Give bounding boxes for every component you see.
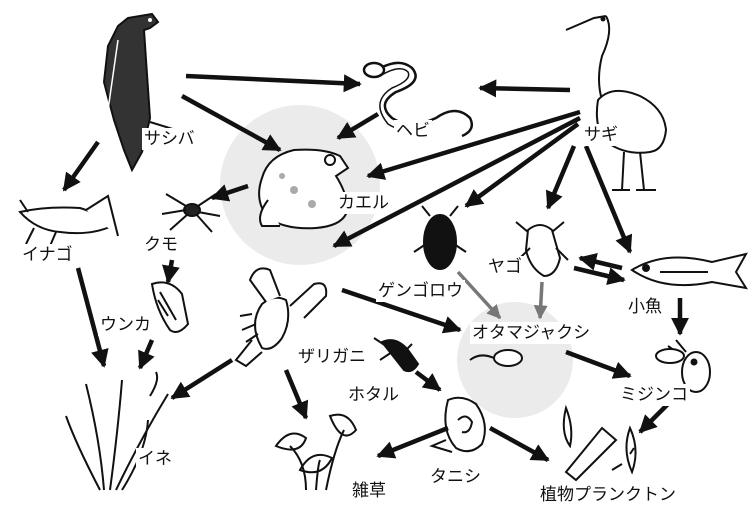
label-kaeru: カエル (336, 192, 391, 214)
phytoplankton-icon (564, 408, 636, 480)
label-zarigani: ザリガニ (296, 346, 368, 368)
diving-beetle-icon (414, 206, 466, 269)
label-zassou: 雑草 (350, 480, 388, 502)
planthopper-icon (152, 282, 188, 332)
label-sagi: サギ (582, 124, 620, 146)
label-otamajakushi: オタマジャクシ (470, 322, 592, 344)
label-sashiba: サシバ (142, 128, 197, 150)
arrow-tanishi-zassou (378, 428, 448, 456)
label-ine: イネ (136, 448, 174, 470)
arrow-sashiba-hebi (186, 76, 360, 84)
label-kozakana: 小魚 (626, 296, 664, 318)
arrow-unka-ine (140, 340, 152, 368)
arrow-hotaru-tanishi (416, 372, 440, 390)
label-inago: イナゴ (20, 244, 75, 266)
arrow-kumo-unka (168, 260, 172, 282)
arrow-kozakana-yago (580, 258, 622, 268)
arrow-sashiba-inago (64, 142, 98, 190)
frog-icon (259, 150, 348, 229)
label-genguro: ゲンゴロウ (376, 280, 465, 302)
label-kumo: クモ (142, 234, 180, 256)
arrow-sagi-yago (548, 146, 574, 208)
weeds-icon (276, 415, 356, 490)
arrow-zarigani-ine (172, 360, 232, 398)
label-plankton: 植物プランクトン (538, 484, 678, 506)
arrow-otama-mijinko (566, 352, 630, 376)
fish-icon (632, 254, 746, 288)
spider-icon (162, 194, 220, 232)
label-unka: ウンカ (98, 314, 153, 336)
snail-icon (432, 398, 485, 452)
rice-plant-icon (66, 372, 168, 490)
firefly-icon (374, 338, 418, 371)
arrow-sagi-hebi (480, 88, 570, 90)
arrow-sagi-genguro (466, 124, 578, 206)
label-mijinko: ミジンコ (618, 384, 690, 406)
arrow-yago-otama (540, 282, 542, 318)
arrow-tanishi-plankton (490, 428, 548, 460)
label-tanishi: タニシ (428, 466, 483, 488)
grasshopper-icon (20, 196, 118, 246)
heron-icon (566, 16, 666, 190)
label-hebi: ヘビ (394, 120, 432, 142)
label-yago: ヤゴ (486, 256, 524, 278)
arrow-yago-kozakana (574, 268, 624, 280)
arrow-zarigani-zassou (286, 370, 306, 418)
label-hotaru: ホタル (346, 384, 401, 406)
